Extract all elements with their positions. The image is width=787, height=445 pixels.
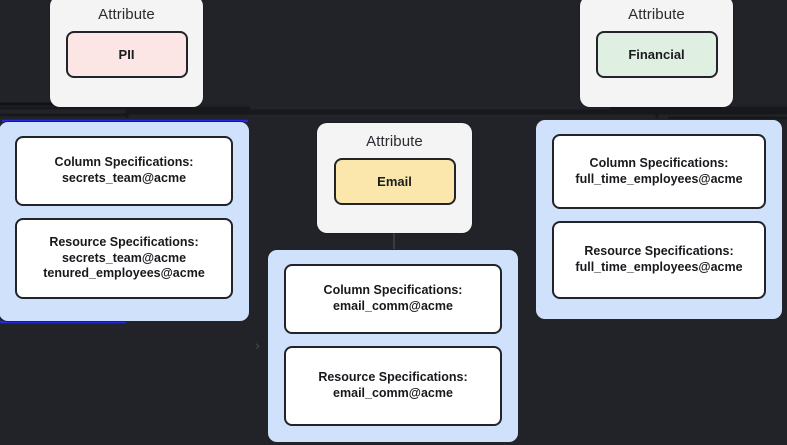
edge-trunk-right bbox=[610, 106, 787, 120]
column-specifications-box[interactable]: Column Specifications: email_comm@acme bbox=[284, 264, 502, 334]
spec-item: tenured_employees@acme bbox=[43, 266, 205, 281]
spec-heading: Column Specifications: bbox=[323, 283, 463, 298]
attribute-card-financial[interactable]: Attribute Financial bbox=[580, 0, 733, 107]
spec-item: email_comm@acme bbox=[333, 386, 453, 400]
spec-cluster-email-comm[interactable]: Column Specifications: email_comm@acme R… bbox=[267, 249, 519, 443]
spec-heading: Resource Specifications: bbox=[584, 244, 734, 259]
spec-heading: Column Specifications: bbox=[589, 155, 729, 170]
edge-trunk-left bbox=[0, 106, 250, 117]
spec-cluster-secrets-team[interactable]: Column Specifications: secrets_team@acme… bbox=[0, 121, 250, 322]
attribute-card-title: Attribute bbox=[366, 133, 423, 150]
spec-item: full_time_employees@acme bbox=[575, 260, 743, 274]
spec-item: secrets_team@acme bbox=[61, 250, 187, 265]
spec-item: full_time_employees@acme bbox=[575, 171, 743, 186]
attribute-card-pii[interactable]: Attribute PII bbox=[50, 0, 203, 107]
spec-item: secrets_team@acme bbox=[61, 171, 187, 185]
spec-heading: Column Specifications: bbox=[54, 155, 194, 170]
attribute-card-title: Attribute bbox=[98, 6, 155, 23]
attribute-chip-pii[interactable]: PII bbox=[65, 31, 188, 78]
spec-item: email_comm@acme bbox=[333, 299, 453, 313]
resource-specifications-box[interactable]: Resource Specifications: email_comm@acme bbox=[284, 346, 502, 426]
attribute-card-title: Attribute bbox=[628, 6, 685, 23]
resource-specifications-box[interactable]: Resource Specifications: full_time_emplo… bbox=[552, 221, 766, 299]
spec-cluster-full-time-employees[interactable]: Column Specifications: full_time_employe… bbox=[535, 119, 783, 320]
resource-specifications-box[interactable]: Resource Specifications: secrets_team@ac… bbox=[15, 218, 233, 299]
attribute-chip-financial[interactable]: Financial bbox=[595, 31, 718, 78]
column-specifications-box[interactable]: Column Specifications: full_time_employe… bbox=[552, 134, 766, 209]
collapse-chevron-icon[interactable]: › bbox=[255, 339, 261, 354]
column-specifications-box[interactable]: Column Specifications: secrets_team@acme bbox=[15, 136, 233, 206]
attribute-card-email[interactable]: Attribute Email bbox=[317, 123, 472, 233]
spec-heading: Resource Specifications: bbox=[49, 235, 199, 250]
spec-heading: Resource Specifications: bbox=[318, 370, 468, 385]
attribute-chip-email[interactable]: Email bbox=[333, 158, 456, 205]
